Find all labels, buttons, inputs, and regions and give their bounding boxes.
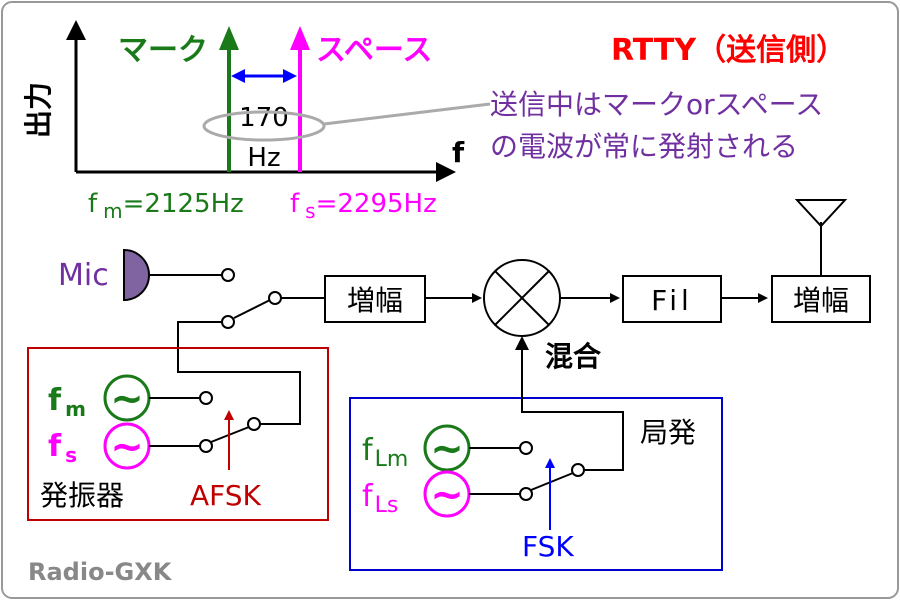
fsk-label: FSK — [522, 530, 574, 563]
lo-flm-label: fLm — [362, 433, 408, 472]
amp1-block — [324, 275, 426, 323]
fsk-switch-blade — [530, 472, 574, 491]
afsk-switch-pivot — [247, 417, 261, 431]
fs-tilde: ~ — [110, 424, 144, 470]
afsk-output-wire — [177, 321, 301, 425]
fls-tilde: ~ — [430, 472, 464, 518]
shift-arrowhead-left — [231, 69, 245, 83]
fsk-local-oscillator-box — [349, 397, 723, 571]
fls-switch-contact — [519, 487, 533, 501]
main-switch-blade — [233, 299, 271, 319]
fsk-switch-pivot — [571, 463, 585, 477]
antenna-icon — [794, 199, 848, 276]
filter-label: Fil — [651, 284, 693, 317]
fm-switch-contact — [199, 391, 213, 405]
mark-arrowhead — [219, 26, 239, 50]
y-axis-arrowhead — [66, 20, 86, 40]
watermark: Radio-GXK — [28, 558, 173, 586]
local-osc-label: 局発 — [640, 416, 696, 449]
note-line-1: 送信中はマークorスペース — [490, 88, 823, 121]
diagram-title: RTTY（送信側） — [611, 33, 846, 68]
main-switch-pivot — [268, 291, 282, 305]
amp2-block — [771, 275, 871, 323]
lo-to-mixer-arrowhead — [515, 336, 529, 350]
amp1-label: 増幅 — [347, 284, 403, 317]
space-label: スペース — [316, 33, 432, 68]
highlight-ellipse — [202, 110, 326, 142]
mixer-cross-b — [494, 270, 550, 326]
mixer-label: 混合 — [545, 340, 602, 373]
y-axis-label: 出力 — [22, 82, 55, 138]
x-axis-label: f — [452, 136, 465, 169]
shift-arrowhead-right — [283, 69, 297, 83]
osc-switch-contact — [221, 315, 235, 329]
amp2-label: 増幅 — [793, 284, 849, 317]
mic-icon — [123, 248, 150, 302]
spectrum-plot: 出力 f マーク スペース 170 Hz 送信中はマークorスペース の電波が常… — [22, 20, 823, 223]
fm-tilde: ~ — [110, 376, 144, 422]
note-leader-line — [323, 102, 491, 126]
mic-switch-contact — [221, 268, 235, 282]
space-arrowhead — [290, 26, 310, 50]
shift-value: 170 — [239, 103, 289, 133]
microphone: Mic — [58, 248, 150, 302]
flm-switch-contact — [519, 441, 533, 455]
lo-output-wire — [521, 345, 624, 471]
note-line-2: の電波が常に発射される — [490, 130, 798, 163]
shift-unit: Hz — [247, 143, 280, 173]
flm-tilde: ~ — [430, 426, 464, 472]
fs-switch-contact — [199, 439, 213, 453]
oscillator-label: 発振器 — [40, 479, 124, 512]
filter-block — [622, 275, 722, 323]
afsk-oscillator-box — [27, 347, 329, 521]
afsk-label: AFSK — [190, 479, 262, 512]
lo-fls-label: fLs — [362, 479, 398, 518]
mic-label: Mic — [58, 258, 109, 293]
mark-label: マーク — [118, 33, 208, 68]
x-axis-arrowhead — [436, 162, 456, 182]
